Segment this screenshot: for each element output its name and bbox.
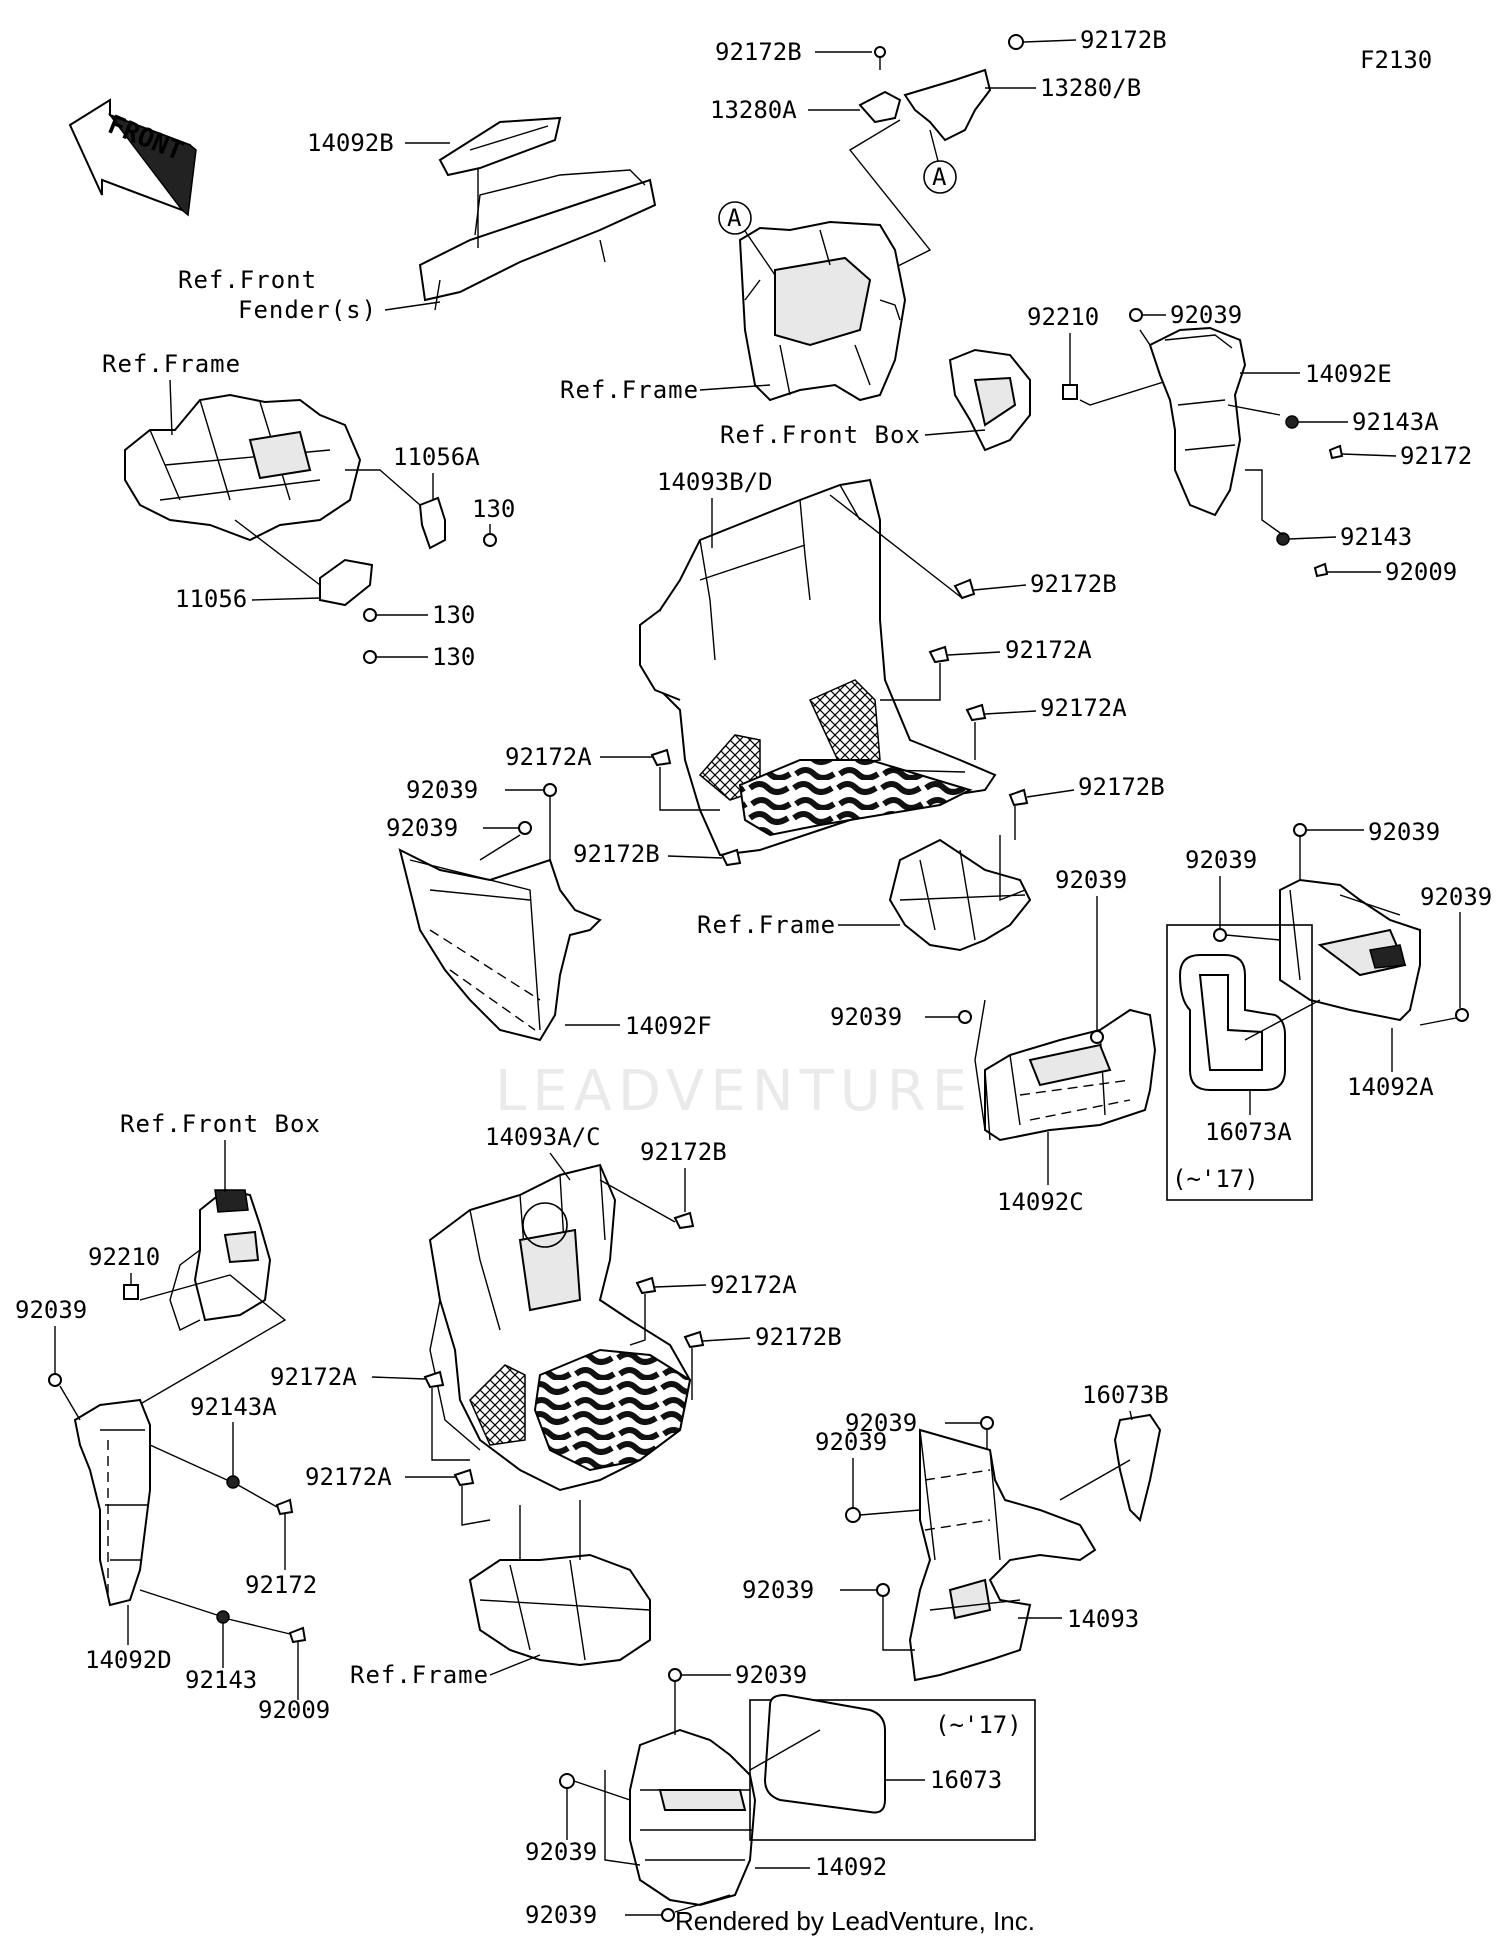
label-92009-bottom: 92009 [258,1696,330,1724]
label-92039-14093-bottom: 92039 [742,1576,814,1604]
label-14092E: 14092E [1305,360,1392,388]
label-14092B: 14092B [307,129,394,157]
label-92143-top: 92143 [1340,523,1412,551]
credit-text: Rendered by LeadVenture, Inc. [675,1906,1035,1936]
ref-front-box-bottom: Ref.Front Box [120,1110,321,1138]
label-92039-a-right: 92039 [1420,883,1492,911]
marker-a-left: A [727,204,742,232]
label-14092C: 14092C [997,1188,1084,1216]
label-92143A-bottom: 92143A [190,1393,277,1421]
label-14092D: 14092D [85,1646,172,1674]
label-13280A: 13280A [710,96,797,124]
label-92039-14093-left: 92039 [815,1428,887,1456]
label-14092A: 14092A [1347,1073,1434,1101]
ref-frame-top: Ref.Frame [560,376,699,404]
label-16073: 16073 [930,1766,1002,1794]
label-130-c: 130 [432,643,475,671]
label-92172-top: 92172 [1400,442,1472,470]
label-11056: 11056 [175,585,247,613]
label-16073B: 16073B [1082,1381,1169,1409]
label-92039-top-right: 92039 [1170,301,1242,329]
label-11056A: 11056A [393,443,480,471]
label-92210-bottom: 92210 [88,1243,160,1271]
part-14092F-group: 92039 92039 14092F [386,776,712,1042]
part-14092D-group: Ref.Front Box 92210 92039 92143A 92172 9… [15,1110,330,1724]
label-92210-top: 92210 [1027,303,1099,331]
label-14093: 14093 [1067,1605,1139,1633]
label-92172-bottom: 92172 [245,1571,317,1599]
ref-frame-center: Ref.Frame [697,911,836,939]
label-92009-top: 92009 [1385,558,1457,586]
part-14092C-group: 92039 92039 14092C [830,866,1157,1216]
note-16073-until-2017: (~'17) [935,1711,1022,1739]
diagram-code: F2130 [1360,46,1432,74]
label-92172A-left: 92172A [505,743,592,771]
label-92172A-bottom-l1: 92172A [270,1363,357,1391]
label-92172B-lower: 92172B [573,840,660,868]
label-130-a: 130 [472,495,515,523]
ref-front-fenders-line1: Ref.Front [178,266,317,294]
part-14092B-group: 14092B Ref.Front Fender(s) [178,116,657,324]
label-92039-c-left: 92039 [830,1003,902,1031]
part-11056-group: Ref.Frame 11056A 130 11056 130 130 [102,350,515,671]
label-92172A-bottom-l2: 92172A [305,1463,392,1491]
label-16073A: 16073A [1205,1118,1292,1146]
label-92172B-mid2: 92172B [1078,773,1165,801]
label-92172B-mid: 92172B [1030,570,1117,598]
label-92172B-bottom: 92172B [640,1138,727,1166]
ref-front-box-top: Ref.Front Box [720,421,921,449]
label-92172A-mid2: 92172A [1040,694,1127,722]
label-92039-d: 92039 [15,1296,87,1324]
label-92039-14093-top: 92039 [845,1409,917,1437]
label-92172A-bottom-r1: 92172A [710,1271,797,1299]
label-92143A-top: 92143A [1352,408,1439,436]
part-14093-group: 16073B 92039 92039 92039 14093 [742,1381,1169,1682]
part-14093BD-group: 14093B/D 92172B 92172A 92172A 92172B 921… [505,468,1165,952]
label-92039-f-mid: 92039 [386,814,458,842]
part-13280-group: 92172B 92172B 13280A 13280/B A A Ref.Fra… [560,26,1167,404]
label-14093AC: 14093A/C [485,1123,601,1151]
part-14093AC-group: 14093A/C 92172B 92172A 92172B 92172A 921… [270,1123,842,1689]
label-14093BD: 14093B/D [657,468,773,496]
label-130-b: 130 [432,601,475,629]
watermark: LEADVENTURE [495,1059,973,1124]
label-92039-f-top: 92039 [406,776,478,804]
label-92172B-bottom-r2: 92172B [755,1323,842,1351]
label-14092F: 14092F [625,1012,712,1040]
label-13280B: 13280/B [1040,74,1141,102]
note-16073A-until-2017: (~'17) [1172,1165,1259,1193]
label-92039-14092-top: 92039 [735,1661,807,1689]
ref-front-fenders-line2: Fender(s) [238,296,377,324]
ref-frame-bottom: Ref.Frame [350,1661,489,1689]
part-14092E-group: 92210 Ref.Front Box 92039 14092E 92143A … [720,301,1472,586]
label-14092: 14092 [815,1853,887,1881]
box-16073A [1166,924,1313,1201]
label-92039-14092-bottom: 92039 [525,1901,597,1929]
front-arrow-icon: FRONT [68,98,197,217]
part-14092-group: 92039 92039 92039 14092 (~'17) 16073 [525,1661,1036,1929]
marker-a-right: A [932,163,947,191]
label-92172B-top-left: 92172B [715,38,802,66]
label-92039-a-left: 92039 [1185,846,1257,874]
label-92039-c-top: 92039 [1055,866,1127,894]
label-92039-14092-left: 92039 [525,1838,597,1866]
part-14092A-group: 92039 92039 92039 14092A 16073A (~'17) [1166,818,1492,1201]
label-92172A-mid1: 92172A [1005,636,1092,664]
ref-frame-left: Ref.Frame [102,350,241,378]
label-92039-a-top: 92039 [1368,818,1440,846]
label-92172B-top-right: 92172B [1080,26,1167,54]
label-92143-bottom: 92143 [185,1666,257,1694]
